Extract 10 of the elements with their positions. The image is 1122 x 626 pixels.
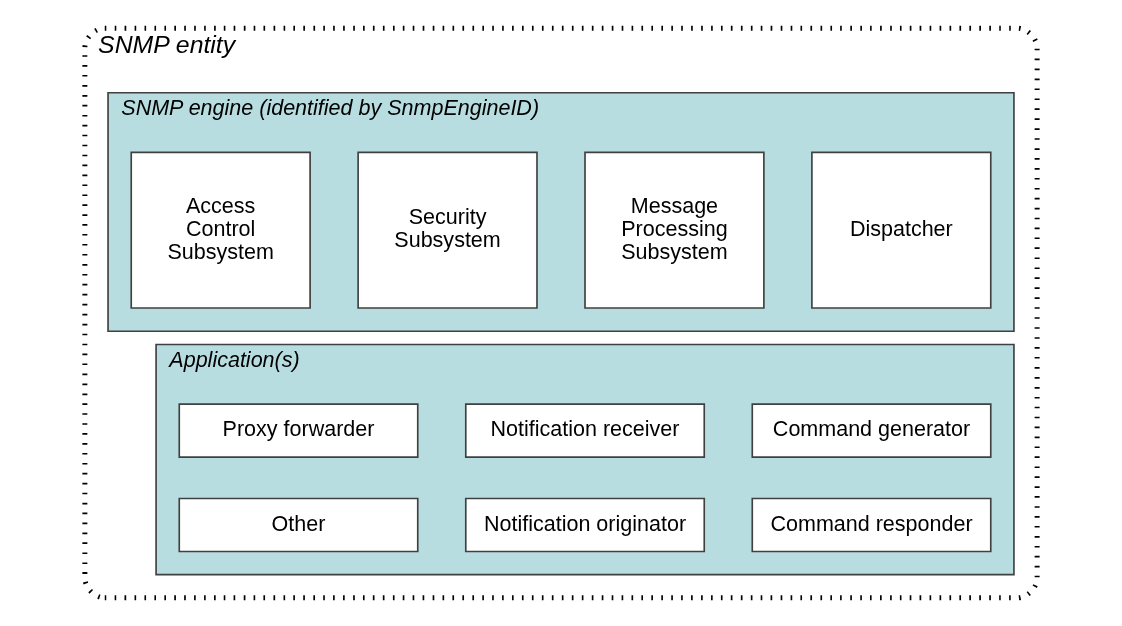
node-box: Command generator — [751, 403, 992, 458]
node-box: Command responder — [751, 497, 992, 553]
node-box: Message Processing Subsystem — [584, 151, 765, 309]
node-box: Dispatcher — [811, 151, 992, 309]
node-box: Notification receiver — [464, 403, 706, 458]
node-box: Security Subsystem — [357, 151, 538, 309]
node-box: Notification originator — [464, 497, 706, 553]
node-box: Access Control Subsystem — [130, 151, 311, 309]
node-box: Other — [178, 497, 419, 553]
node-box: Proxy forwarder — [178, 403, 419, 458]
